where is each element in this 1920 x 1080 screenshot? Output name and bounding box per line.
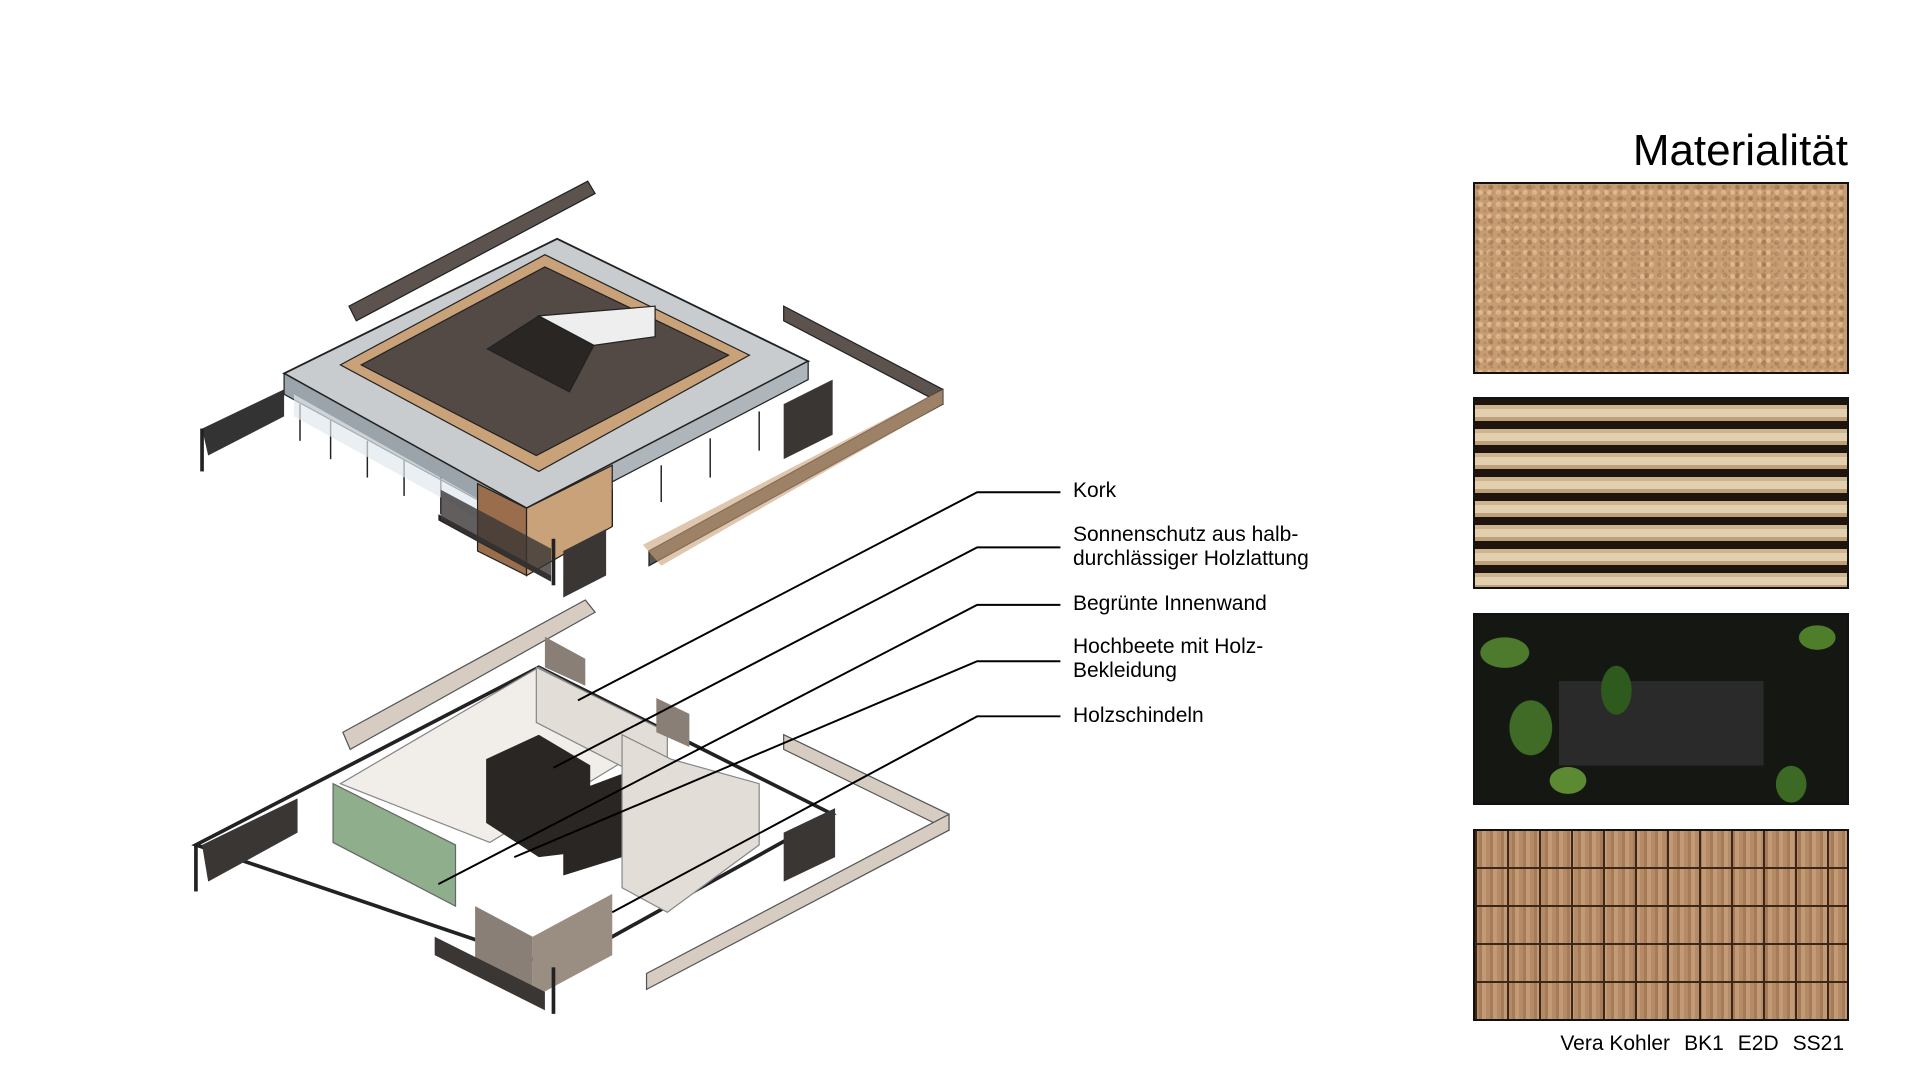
label-text: Kork <box>1073 479 1117 502</box>
label-text: Hochbeete mit Holz- <box>1073 635 1264 658</box>
upper-building <box>200 180 944 598</box>
leader-holzschindeln <box>611 715 1061 914</box>
swatch-wood-shingles <box>1473 829 1849 1021</box>
label-text: Bekleidung <box>1073 659 1177 682</box>
label-begruente-innenwand: Begrünte Innenwand <box>1073 592 1267 616</box>
lower-building <box>191 599 950 1014</box>
footer-credits: Vera Kohler BK1 E2D SS21 <box>1546 1032 1844 1056</box>
page-title: Materialität <box>1632 126 1848 175</box>
label-sonnenschutz: Sonnenschutz aus halb-durchlässiger Holz… <box>1073 523 1309 571</box>
footer-semester: SS21 <box>1792 1032 1844 1055</box>
label-text: Sonnenschutz aus halb- <box>1073 523 1299 546</box>
leader-hochbeete <box>513 660 1061 859</box>
leader-lines <box>437 491 1061 914</box>
leader-sonnenschutz <box>553 546 1061 769</box>
leader-kork <box>577 491 1061 702</box>
footer-author: Vera Kohler <box>1560 1032 1671 1055</box>
label-text: durchlässiger Holzlattung <box>1073 547 1309 570</box>
label-kork: Kork <box>1073 479 1116 503</box>
label-text: Holzschindeln <box>1073 704 1204 727</box>
swatch-green-wall <box>1473 613 1849 805</box>
swatch-wood-slats <box>1473 397 1849 589</box>
leader-innenwand <box>437 603 1061 885</box>
swatch-cork <box>1473 182 1849 374</box>
footer-module: E2D <box>1737 1032 1779 1055</box>
footer-course: BK1 <box>1684 1032 1724 1055</box>
label-holzschindeln: Holzschindeln <box>1073 704 1204 728</box>
label-hochbeete: Hochbeete mit Holz-Bekleidung <box>1073 635 1263 683</box>
label-text: Begrünte Innenwand <box>1073 592 1267 615</box>
